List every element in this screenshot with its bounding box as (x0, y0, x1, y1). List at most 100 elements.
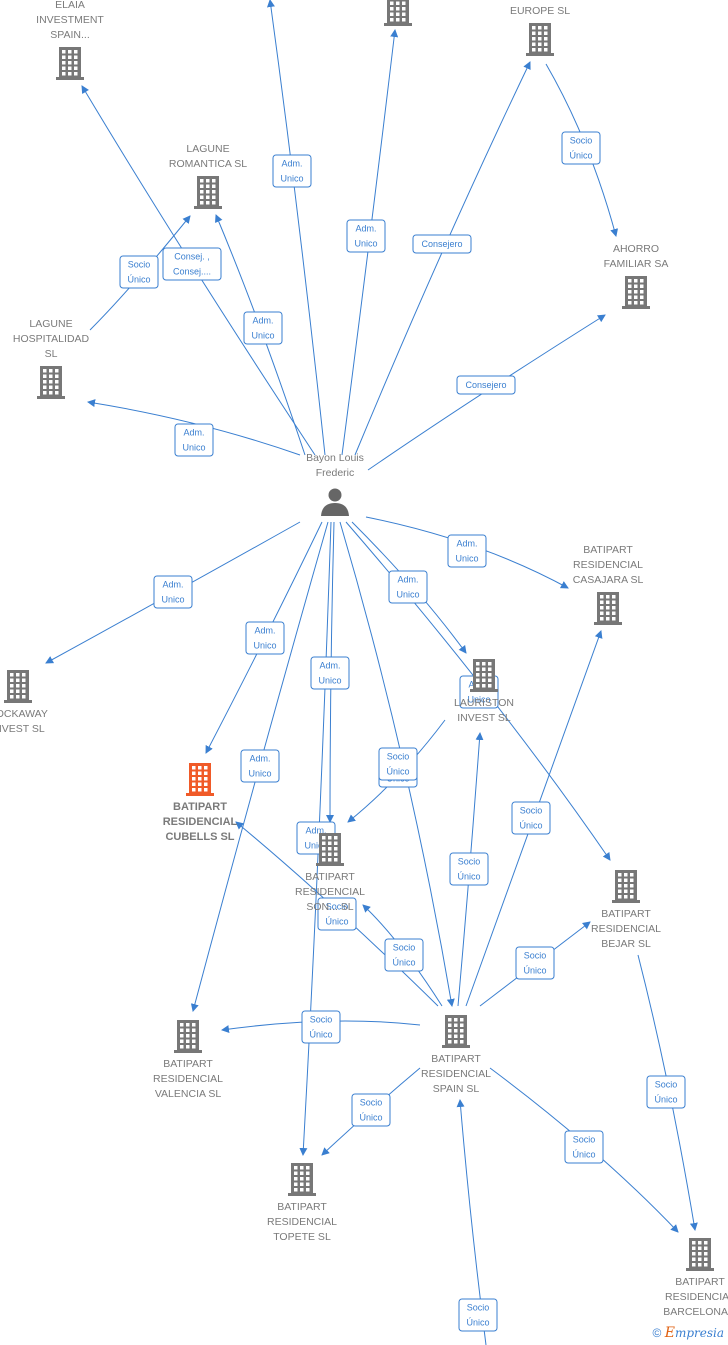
edge-label-text: Consej.... (173, 267, 211, 277)
edge-label-text: Socio (520, 806, 543, 816)
node-elaia[interactable]: ELAIAINVESTMENTSPAIN... (36, 0, 104, 80)
edge-label-text: Consejero (421, 239, 462, 249)
node-label: RESIDENCIAL (665, 1291, 728, 1303)
edge-label[interactable]: Adm.Unico (245, 621, 285, 655)
node-label: BEJAR SL (601, 938, 651, 950)
node-label: BATIPART (163, 1058, 213, 1070)
edge-label[interactable]: Adm.Unico (272, 154, 312, 188)
edge-label-text: Unico (467, 695, 490, 705)
edge-label-text: Consejero (465, 380, 506, 390)
edge-label[interactable]: Consejero (412, 234, 472, 254)
edge-label-text: Único (359, 1113, 382, 1123)
building-icon (470, 659, 498, 692)
edge-label-box (384, 938, 424, 972)
edge-label-text: Adm. (305, 826, 326, 836)
node-label: BARCELONA... (663, 1306, 728, 1318)
building-icon (316, 833, 344, 866)
node-label: RESIDENCIAL (591, 923, 661, 935)
node-barcelona[interactable]: BATIPARTRESIDENCIALBARCELONA... (663, 1238, 728, 1318)
edge-label[interactable]: Adm.Unico (346, 219, 386, 253)
node-bejar[interactable]: BATIPART RESIDENCIAL BEJAR SL (591, 870, 661, 950)
edge-label-text: Único (309, 1030, 332, 1040)
node-label: TOPETE SL (273, 1231, 331, 1243)
node-label: SL (45, 348, 58, 360)
node-label: RESIDENCIAL (573, 559, 643, 571)
node-label: BATIPART (601, 908, 651, 920)
building-icon (686, 1238, 714, 1271)
node-label: BATIPART (583, 544, 633, 556)
edge-label[interactable]: Adm.Unico (240, 749, 280, 783)
edge-label-text: Único (519, 821, 542, 831)
edge-label-box (456, 375, 516, 395)
building-icon (622, 276, 650, 309)
edge-label-box (240, 749, 280, 783)
node-label: BATIPART (173, 801, 227, 813)
node-label: BATIPART (431, 1053, 481, 1065)
node-label: LAURISTON (454, 697, 514, 709)
node-label: Frederic (316, 467, 355, 479)
edge-label-text: Unico (253, 641, 276, 651)
edge-label-box (162, 247, 222, 281)
edge-label-text: Consej. , (174, 252, 210, 262)
node-label: LAGUNE (29, 318, 72, 330)
edge-label[interactable]: Consejero (456, 375, 516, 395)
building-icon (442, 1015, 470, 1048)
node-label: INVEST SL (0, 723, 45, 735)
node-europe[interactable]: EUROPE SL (510, 5, 570, 56)
edge-label-box (378, 747, 418, 781)
edge-label-text: Unico (455, 554, 478, 564)
edge-label-text: Único (392, 958, 415, 968)
edge-label-text: Unico (182, 443, 205, 453)
building-icon (526, 23, 554, 56)
edge-label[interactable]: Consej. , Consej.... (162, 247, 222, 281)
node-rockaway[interactable]: ROCKAWAYINVEST SL (0, 670, 48, 735)
edge-label-text: Socio (570, 136, 593, 146)
edge-label-text: Adm. (183, 428, 204, 438)
edge-label[interactable]: Adm.Unico (243, 311, 283, 345)
edge-label-text: Socio (467, 1303, 490, 1313)
edge-label-text: Único (325, 917, 348, 927)
edge-label-text: Unico (161, 595, 184, 605)
node-label: ELAIA (55, 0, 85, 11)
node-top-mid[interactable] (384, 0, 412, 26)
edge-label-box (245, 621, 285, 655)
edge-label-text: Único (569, 151, 592, 161)
edge-label[interactable]: Adm.Unico (310, 656, 350, 690)
edge-label[interactable]: Adm.Unico (447, 534, 487, 568)
edge-label-box (153, 575, 193, 609)
edge-label-text: Único (654, 1095, 677, 1105)
edge-label-box (174, 423, 214, 457)
edge-label[interactable]: Adm.Unico (388, 570, 428, 604)
edge-label-text: Único (466, 1318, 489, 1328)
edge-label-text: Socio (326, 902, 349, 912)
edge-label[interactable]: Adm.Unico (153, 575, 193, 609)
node-label: CUBELLS SL (165, 831, 234, 843)
edge-label[interactable]: Adm. Unico (174, 423, 214, 457)
